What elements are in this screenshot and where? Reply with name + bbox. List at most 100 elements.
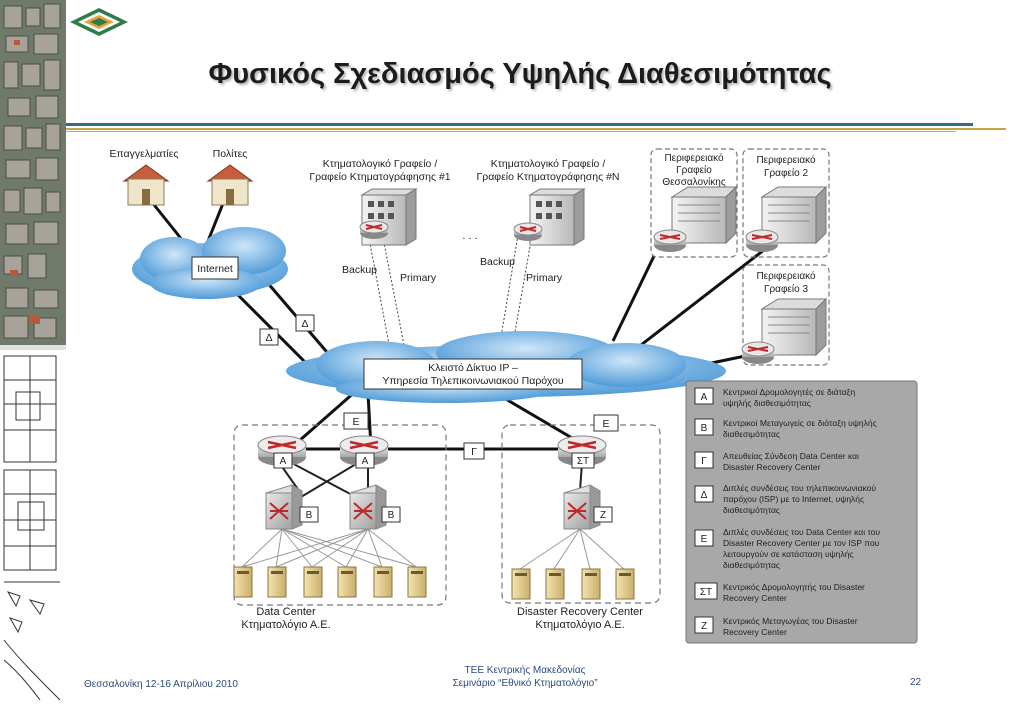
svg-text:Ε: Ε: [352, 416, 359, 428]
dc-servers: [233, 566, 427, 598]
svg-text:Ζ: Ζ: [701, 621, 707, 632]
server-icon: [267, 566, 287, 598]
regional1-label-1: Περιφερειακό: [664, 152, 724, 164]
tag-d-1: Δ: [259, 328, 279, 346]
tag-g: Γ: [463, 442, 485, 460]
regional-building-icon: [760, 185, 828, 245]
tag-st: ΣΤ: [571, 452, 595, 469]
svg-text:Α: Α: [280, 456, 287, 467]
tag-a-2: Α: [355, 452, 375, 469]
svg-text:Κεντρικός Δρομολογητής του Dis: Κεντρικός Δρομολογητής του Disaster: [723, 582, 865, 592]
officeN-label-2: Γραφείο Κτηματογράφησης #N: [476, 171, 619, 183]
router-icon: [653, 229, 687, 252]
svg-text:Δ: Δ: [701, 490, 708, 501]
svg-text:Α: Α: [362, 456, 369, 467]
svg-text:υψηλής διαθεσιμότητας: υψηλής διαθεσιμότητας: [723, 398, 811, 408]
closed-ip-label-1: Κλειστό Δίκτυο IP –: [428, 362, 518, 374]
regional2-boundary: [742, 148, 830, 258]
drc-boundary: [501, 424, 661, 604]
tag-b-1: Β: [299, 506, 319, 523]
office1-label-1: Κτηματολογικό Γραφείο /: [323, 158, 438, 170]
svg-text:ΣΤ: ΣΤ: [700, 587, 712, 598]
cadastral-map-image: [0, 0, 66, 708]
svg-text:Ε: Ε: [701, 534, 708, 545]
internet-label-box: [191, 256, 239, 280]
slide-title: Φυσικός Σχεδιασμός Υψηλής Διαθεσιμότητας: [208, 58, 832, 90]
regional3-label-2: Γραφείο 3: [764, 283, 808, 295]
closed-ip-label-box: [363, 358, 583, 390]
svg-text:Β: Β: [701, 423, 708, 434]
switch-z-icon: [562, 484, 602, 530]
switch-b2-icon: [348, 484, 388, 530]
internet-label: Internet: [197, 263, 233, 275]
svg-text:Δ: Δ: [301, 318, 308, 330]
regional3-label-1: Περιφερειακό: [756, 270, 816, 282]
regional-building-icon: [670, 185, 738, 245]
regional2-label-2: Γραφείο 2: [764, 167, 808, 179]
link-routerA1-ip: [290, 389, 357, 450]
svg-text:Α: Α: [701, 392, 708, 403]
regional1-label-2: Γραφείο: [676, 164, 712, 176]
server-icon: [337, 566, 357, 598]
svg-text:Β: Β: [388, 510, 395, 521]
backup-label-1: Backup: [342, 264, 377, 276]
professionals-label: Επαγγελματίες: [110, 148, 179, 160]
svg-text:Ζ: Ζ: [600, 510, 606, 521]
svg-text:Recovery Center: Recovery Center: [723, 593, 787, 603]
svg-text:Disaster Recovery Center με το: Disaster Recovery Center με τον ISP που: [723, 538, 880, 548]
regional-building-icon: [760, 297, 828, 357]
tee-logo: [70, 8, 128, 36]
svg-text:Κεντρικοί Μεταγωγείς σε διάταξ: Κεντρικοί Μεταγωγείς σε διάταξη υψηλής: [723, 418, 877, 428]
legend-item-d: Δ Διπλές συνδέσεις του τηλεπικοινωνιακού…: [694, 483, 876, 515]
regional1-boundary: [650, 148, 738, 258]
router-icon: [513, 222, 543, 241]
svg-text:Απευθείας Σύνδεση Data Center: Απευθείας Σύνδεση Data Center και: [723, 451, 859, 461]
office-building-icon: [528, 188, 586, 246]
svg-text:Ε: Ε: [602, 418, 609, 430]
server-icon: [373, 566, 393, 598]
ellipsis-label: . . .: [462, 230, 477, 242]
router-icon: [741, 341, 775, 364]
primary-label-1: Primary: [400, 272, 437, 284]
network-diagram-panel: Internet Κλειστό Δίκτυο IP – Υπηρεσία Τη…: [106, 143, 919, 645]
footer-organizer-line2: Σεμινάριο “Εθνικό Κτηματολόγιο”: [452, 678, 598, 689]
server-icon: [545, 568, 565, 600]
svg-text:Disaster Recovery Center: Disaster Recovery Center: [723, 462, 820, 472]
citizens-label: Πολίτες: [213, 148, 248, 160]
primary-label-2: Primary: [526, 272, 563, 284]
svg-text:Κεντρικός Μεταγωγέας του Disas: Κεντρικός Μεταγωγέας του Disaster: [723, 616, 858, 626]
legend-item-g: Γ Απευθείας Σύνδεση Data Center και Disa…: [694, 451, 859, 472]
title-rule-blue: [66, 123, 973, 126]
tag-e-dc: Ε: [343, 412, 369, 430]
svg-text:διαθεσιμότητας: διαθεσιμότητας: [723, 505, 780, 515]
backup-label-2: Backup: [480, 256, 515, 268]
tag-a-1: Α: [273, 452, 293, 469]
svg-text:διαθεσιμότητας: διαθεσιμότητας: [723, 429, 780, 439]
datacenter-label-1: Data Center: [256, 606, 316, 618]
link-regional1-ip: [611, 255, 656, 342]
svg-text:Β: Β: [306, 510, 313, 521]
regional2-label-1: Περιφερειακό: [756, 154, 816, 166]
footer-organizer-line1: ΤΕΕ Κεντρικής Μακεδονίας: [464, 665, 586, 676]
svg-text:Διπλές συνδέσεις του Data Cent: Διπλές συνδέσεις του Data Center και του: [723, 527, 880, 537]
tag-b-2: Β: [381, 506, 401, 523]
footer-date: Θεσσαλονίκη 12-16 Απρίλιου 2010: [84, 679, 238, 690]
drc-servers: [511, 568, 635, 600]
legend-item-b: Β Κεντρικοί Μεταγωγείς σε διάταξη υψηλής…: [694, 418, 877, 439]
house-icon: [122, 164, 170, 206]
legend-item-a: Α Κεντρικοί Δρομολογητές σε διάταξη υψηλ…: [694, 387, 855, 408]
drc-label-1: Disaster Recovery Center: [517, 606, 643, 618]
regional3-boundary: [742, 264, 830, 366]
regional1-label-3: Θεσσαλονίκης: [662, 176, 726, 188]
legend-item-st: ΣΤ Κεντρικός Δρομολογητής του Disaster R…: [694, 582, 865, 603]
svg-text:Γ: Γ: [701, 456, 707, 467]
svg-text:λειτουργούν σε κατάσταση υψηλή: λειτουργούν σε κατάσταση υψηλής: [723, 549, 853, 559]
tag-e-drc: Ε: [593, 414, 619, 432]
svg-text:Recovery Center: Recovery Center: [723, 627, 787, 637]
svg-text:Γ: Γ: [471, 446, 477, 458]
tag-z: Ζ: [593, 506, 613, 523]
svg-text:παρόχου (ISP) με το Internet,: παρόχου (ISP) με το Internet, υψηλής: [723, 494, 864, 504]
server-links: [241, 528, 625, 570]
server-icon: [581, 568, 601, 600]
svg-text:Διπλές συνδέσεις του τηλεπικοι: Διπλές συνδέσεις του τηλεπικοινωνιακού: [723, 483, 876, 493]
